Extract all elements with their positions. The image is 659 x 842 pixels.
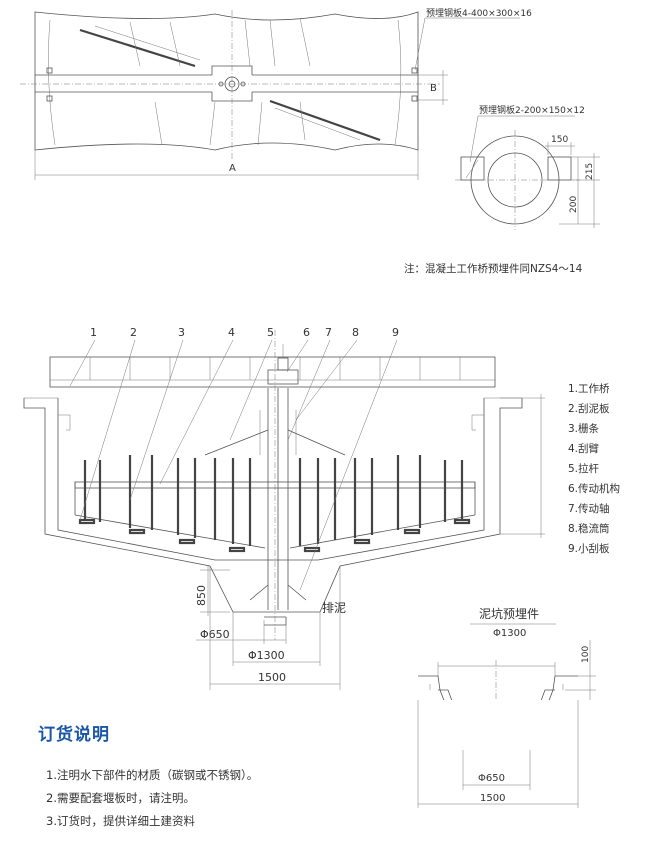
legend-item-3: 3.栅条 <box>568 422 600 435</box>
pit-dim-1500: 1500 <box>480 793 505 804</box>
main-dim-850: 850 <box>195 585 208 606</box>
ordering-item-1: 1.注明水下部件的材质（碳钢或不锈钢）。 <box>46 768 259 782</box>
legend-item-7: 7.传动轴 <box>568 502 610 515</box>
legend-item-6: 6.传动机构 <box>568 482 620 495</box>
legend-item-4: 4.刮臂 <box>568 442 600 455</box>
callout-7: 7 <box>325 326 332 339</box>
main-section-view: 1 2 3 4 5 6 7 8 9 850 排泥 Φ650 Φ1300 15 <box>23 326 545 690</box>
top-plan-view: 预埋钢板4-400×300×16 B A <box>20 7 532 180</box>
legend-item-1: 1.工作桥 <box>568 383 610 395</box>
callout-6: 6 <box>303 326 310 339</box>
dim-200-label: 200 <box>569 196 579 213</box>
legend-item-8: 8.稳流筒 <box>568 522 610 535</box>
callout-4: 4 <box>228 326 235 339</box>
pit-dim-1300: Φ1300 <box>493 628 526 639</box>
dim-b-label: B <box>430 83 437 94</box>
top-note: 注：混凝土工作桥预埋件同NZS4～14 <box>404 262 583 275</box>
dim-a-label: A <box>229 163 236 174</box>
pit-dim-100: 100 <box>581 646 591 663</box>
legend-item-9: 9.小刮板 <box>568 542 610 555</box>
callout-9: 9 <box>392 326 399 339</box>
ordering-title: 订货说明 <box>38 725 110 745</box>
ordering-item-3: 3.订货时，提供详细土建资料 <box>46 814 195 828</box>
pit-bottom-dimensions: Φ650 1500 <box>417 700 579 808</box>
callout-5: 5 <box>267 326 274 339</box>
pier-plan-detail: 预埋钢板2-200×150×12 150 215 200 <box>455 104 600 230</box>
component-legend: 1.工作桥 2.刮泥板 3.栅条 4.刮臂 5.拉杆 6.传动机构 7.传动轴 … <box>568 383 620 555</box>
callout-1: 1 <box>90 326 97 339</box>
dim-150-label: 150 <box>551 135 568 145</box>
callout-8: 8 <box>352 326 359 339</box>
embed-plate-a-label: 预埋钢板4-400×300×16 <box>426 7 532 19</box>
sludge-pit-detail: 泥坑预埋件 Φ1300 100 850 <box>418 606 596 700</box>
pit-detail-title: 泥坑预埋件 <box>479 606 539 621</box>
ordering-item-2: 2.需要配套堰板时，请注明。 <box>46 791 195 805</box>
dim-215-label: 215 <box>585 163 595 180</box>
main-dim-1500: 1500 <box>258 671 286 684</box>
legend-item-5: 5.拉杆 <box>568 462 600 475</box>
ordering-list: 1.注明水下部件的材质（碳钢或不锈钢）。 2.需要配套堰板时，请注明。 3.订货… <box>46 764 258 833</box>
main-dim-1300: Φ1300 <box>248 649 285 662</box>
pit-dim-650: Φ650 <box>478 773 505 784</box>
sludge-outlet-label: 排泥 <box>322 601 346 615</box>
callout-3: 3 <box>178 326 185 339</box>
main-dim-650: Φ650 <box>200 628 230 641</box>
embed-plate-b-label: 预埋钢板2-200×150×12 <box>479 104 585 116</box>
callout-2: 2 <box>130 326 137 339</box>
technical-drawing: 预埋钢板4-400×300×16 B A 预埋钢板2-200×150×12 15… <box>20 7 620 700</box>
legend-item-2: 2.刮泥板 <box>568 402 610 415</box>
